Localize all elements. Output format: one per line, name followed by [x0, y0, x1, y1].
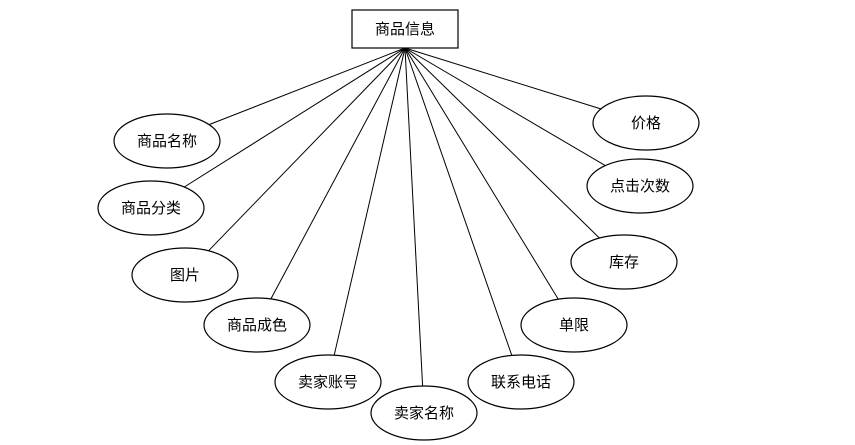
attribute-node: 单限 [520, 297, 628, 353]
relationship-line [208, 47, 406, 126]
attribute-label: 商品成色 [227, 316, 287, 334]
attribute-ellipse [467, 354, 575, 410]
attribute-ellipse [586, 158, 694, 214]
relationship-line [404, 47, 559, 300]
relationship-line [404, 47, 601, 110]
attribute-node: 联系电话 [467, 354, 575, 410]
attribute-ellipse [97, 180, 205, 236]
attribute-label: 商品分类 [121, 199, 181, 217]
attribute-label: 联系电话 [491, 373, 551, 391]
relationship-line [333, 47, 406, 356]
attribute-label: 卖家账号 [298, 373, 358, 391]
relationship-line [404, 47, 606, 167]
attribute-nodes: 商品名称 商品分类 图片 商品成色 卖家账号 卖家名称 联系电话 单限 [97, 95, 700, 441]
relationship-line [208, 47, 406, 252]
attribute-node: 商品成色 [203, 297, 311, 353]
attribute-node: 商品名称 [113, 113, 221, 169]
attribute-node: 图片 [131, 247, 239, 303]
attribute-label: 点击次数 [610, 177, 670, 195]
attribute-node: 价格 [592, 95, 700, 151]
attribute-node: 商品分类 [97, 180, 205, 236]
attribute-label: 单限 [559, 316, 589, 334]
relationship-line [184, 47, 406, 188]
attribute-node: 卖家账号 [274, 354, 382, 410]
attribute-label: 商品名称 [137, 132, 197, 150]
attribute-ellipse [113, 113, 221, 169]
entity-node: 商品信息 [351, 9, 459, 49]
entity-box [351, 9, 459, 49]
attribute-label: 卖家名称 [394, 404, 454, 422]
attribute-ellipse [520, 297, 628, 353]
attribute-label: 库存 [609, 253, 639, 271]
attribute-node: 点击次数 [586, 158, 694, 214]
attribute-ellipse [203, 297, 311, 353]
entity-label: 商品信息 [375, 20, 435, 38]
attribute-node: 卖家名称 [370, 385, 478, 441]
attribute-node: 库存 [570, 234, 678, 290]
relationship-line [404, 47, 513, 356]
attribute-label: 图片 [170, 266, 200, 284]
attribute-label: 价格 [631, 114, 661, 132]
relationship-line [270, 47, 406, 300]
relationship-line [404, 47, 600, 239]
attribute-ellipse [570, 234, 678, 290]
relationship-lines [184, 47, 606, 387]
attribute-ellipse [592, 95, 700, 151]
attribute-ellipse [274, 354, 382, 410]
attribute-ellipse [370, 385, 478, 441]
attribute-ellipse [131, 247, 239, 303]
relationship-line [404, 47, 424, 387]
